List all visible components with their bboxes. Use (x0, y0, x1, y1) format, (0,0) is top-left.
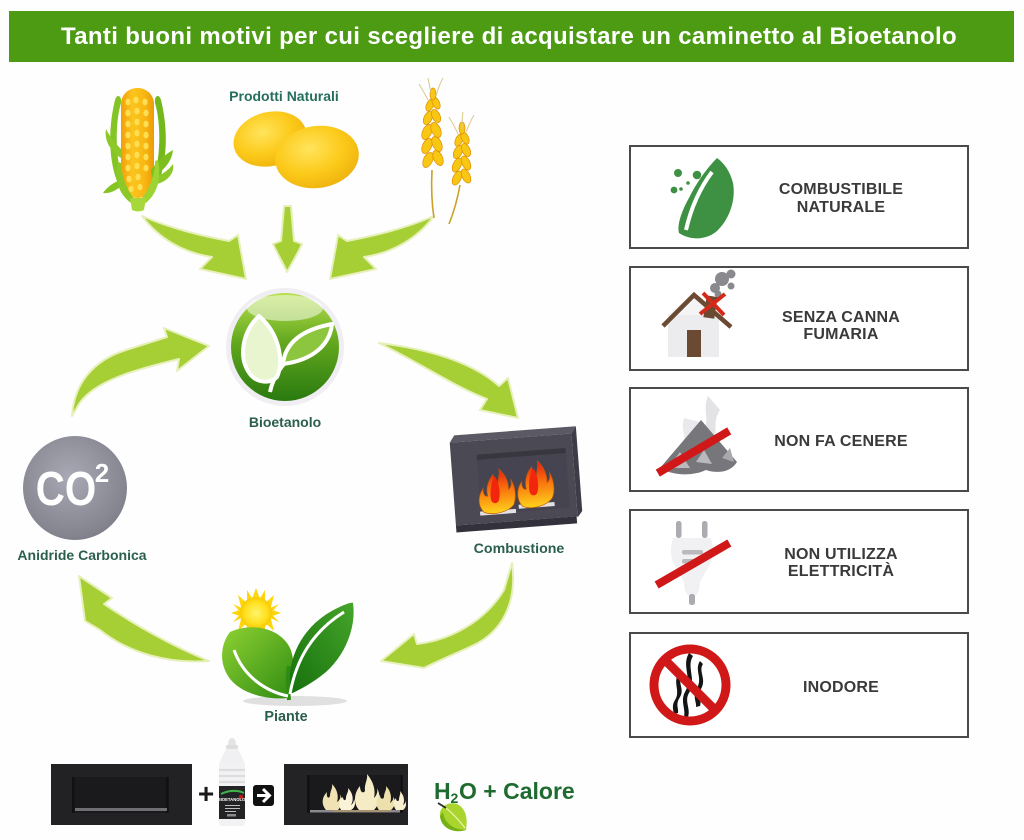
svg-text:NATURALE: NATURALE (797, 199, 886, 216)
svg-text:FUMARIA: FUMARIA (803, 326, 878, 343)
svg-text:Piante: Piante (264, 709, 307, 725)
svg-text:INODORE: INODORE (803, 679, 879, 696)
svg-text:2: 2 (451, 790, 459, 806)
svg-text:Prodotti Naturali: Prodotti Naturali (229, 88, 339, 104)
svg-text:NON FA CENERE: NON FA CENERE (774, 433, 908, 450)
svg-text:ELETTRICITÀ: ELETTRICITÀ (788, 561, 894, 580)
svg-text:NON UTILIZZA: NON UTILIZZA (784, 546, 898, 563)
svg-text:CO: CO (36, 463, 96, 516)
svg-text:O + Calore: O + Calore (459, 778, 575, 804)
svg-text:Combustione: Combustione (474, 541, 565, 557)
svg-text:COMBUSTIBILE: COMBUSTIBILE (779, 181, 903, 198)
svg-text:BIOETANOLO: BIOETANOLO (218, 797, 246, 802)
svg-text:SENZA CANNA: SENZA CANNA (782, 309, 900, 326)
svg-text:Bioetanolo: Bioetanolo (249, 414, 321, 430)
svg-text:H: H (434, 778, 451, 804)
svg-text:2: 2 (95, 458, 109, 488)
svg-text:+: + (198, 778, 214, 809)
svg-text:Tanti buoni motivi per cui sce: Tanti buoni motivi per cui scegliere di … (61, 23, 957, 50)
svg-text:Anidride Carbonica: Anidride Carbonica (17, 547, 146, 563)
